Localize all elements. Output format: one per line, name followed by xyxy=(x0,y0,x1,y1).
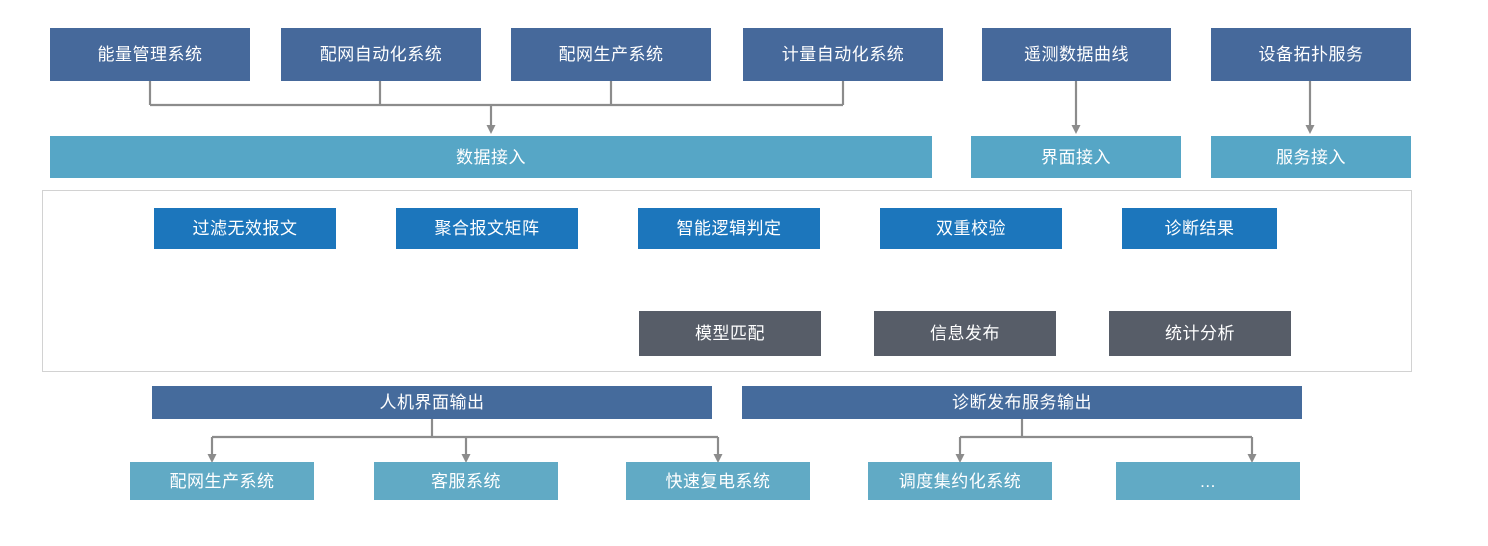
source-label: 计量自动化系统 xyxy=(781,45,905,64)
process-label: 智能逻辑判定 xyxy=(676,219,782,238)
consumer-box-customer-service[interactable]: 客服系统 xyxy=(374,462,558,500)
output-channel-hmi[interactable]: 人机界面输出 xyxy=(152,386,712,419)
source-label: 能量管理系统 xyxy=(97,45,203,64)
consumer-label: ... xyxy=(1200,471,1216,491)
consumer-box-distribution-production[interactable]: 配网生产系统 xyxy=(130,462,314,500)
source-box-telemetry-curve[interactable]: 遥测数据曲线 xyxy=(982,28,1171,81)
access-bar-data[interactable]: 数据接入 xyxy=(50,136,932,178)
consumer-box-dispatch-intensive[interactable]: 调度集约化系统 xyxy=(868,462,1052,500)
source-label: 配网生产系统 xyxy=(558,45,664,64)
source-label: 设备拓扑服务 xyxy=(1258,45,1364,64)
output-channel-label: 诊断发布服务输出 xyxy=(952,393,1092,412)
process-label: 双重校验 xyxy=(936,219,1006,238)
process-box-aggregate-message-matrix[interactable]: 聚合报文矩阵 xyxy=(396,208,578,249)
source-box-energy-management[interactable]: 能量管理系统 xyxy=(50,28,250,81)
access-label: 数据接入 xyxy=(456,147,526,167)
access-label: 界面接入 xyxy=(1041,147,1111,167)
action-label: 模型匹配 xyxy=(695,324,765,343)
wire-ui-output-to-consumers xyxy=(207,419,723,463)
process-box-intelligent-logic-decision[interactable]: 智能逻辑判定 xyxy=(638,208,820,249)
output-channel-diagnosis-service[interactable]: 诊断发布服务输出 xyxy=(742,386,1302,419)
source-box-device-topology[interactable]: 设备拓扑服务 xyxy=(1211,28,1411,81)
action-box-information-publish[interactable]: 信息发布 xyxy=(874,311,1056,356)
wire-sources-to-data-access xyxy=(148,81,845,134)
output-channel-label: 人机界面输出 xyxy=(379,393,485,412)
process-label: 诊断结果 xyxy=(1164,219,1235,238)
source-box-distribution-production[interactable]: 配网生产系统 xyxy=(511,28,711,81)
source-box-metering-automation[interactable]: 计量自动化系统 xyxy=(743,28,943,81)
process-label: 过滤无效报文 xyxy=(192,219,298,238)
access-bar-service[interactable]: 服务接入 xyxy=(1211,136,1411,178)
action-box-statistical-analysis[interactable]: 统计分析 xyxy=(1109,311,1291,356)
consumer-label: 快速复电系统 xyxy=(665,471,771,491)
source-box-distribution-automation[interactable]: 配网自动化系统 xyxy=(281,28,481,81)
consumer-label: 客服系统 xyxy=(431,471,501,491)
source-label: 配网自动化系统 xyxy=(319,45,443,64)
consumer-label: 调度集约化系统 xyxy=(898,471,1022,491)
action-label: 统计分析 xyxy=(1165,324,1235,343)
consumer-label: 配网生产系统 xyxy=(169,471,275,491)
consumer-box-rapid-restoration[interactable]: 快速复电系统 xyxy=(626,462,810,500)
process-label: 聚合报文矩阵 xyxy=(434,219,540,238)
process-box-filter-invalid-messages[interactable]: 过滤无效报文 xyxy=(154,208,336,249)
access-label: 服务接入 xyxy=(1276,147,1346,167)
wire-service-output-to-consumers xyxy=(955,419,1257,463)
process-box-double-verification[interactable]: 双重校验 xyxy=(880,208,1062,249)
action-box-model-matching[interactable]: 模型匹配 xyxy=(639,311,821,356)
process-box-diagnosis-result[interactable]: 诊断结果 xyxy=(1122,208,1277,249)
source-label: 遥测数据曲线 xyxy=(1024,45,1129,64)
access-bar-ui[interactable]: 界面接入 xyxy=(971,136,1181,178)
action-label: 信息发布 xyxy=(930,324,1000,343)
consumer-box-more[interactable]: ... xyxy=(1116,462,1300,500)
